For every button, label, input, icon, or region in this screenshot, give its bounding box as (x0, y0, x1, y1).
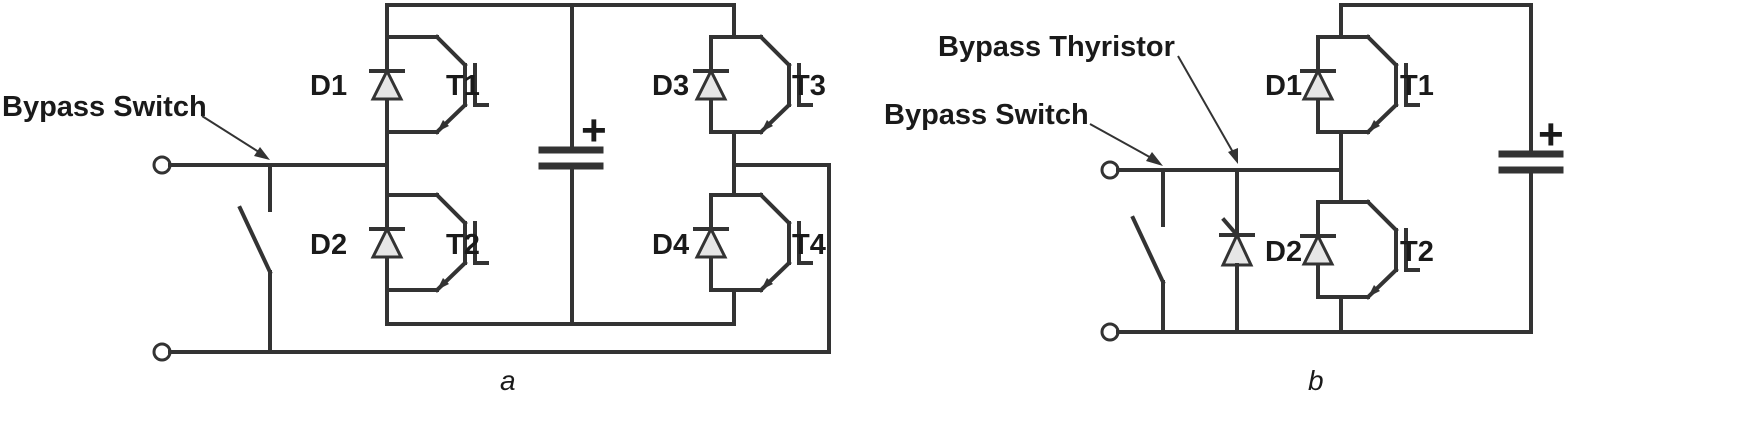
callout-arrow-b (1146, 152, 1163, 166)
circuit-b: + D1 T1 D2 T2 Bypass Thyristor Bypass Sw… (884, 3, 1564, 396)
callout-line-a (201, 115, 263, 155)
terminal-b-bottom (1100, 322, 1120, 342)
caption-b: b (1308, 365, 1324, 396)
callout-line-thyristor (1177, 55, 1235, 155)
capacitor-b-plus: + (1538, 110, 1564, 159)
bypass-thyristor (1219, 168, 1255, 334)
label-t2-b: T2 (1400, 236, 1434, 268)
label-d3-a: D3 (652, 70, 689, 102)
label-t1-b: T1 (1400, 70, 1434, 102)
caption-a: a (500, 365, 516, 396)
bypass-switch-label-b: Bypass Switch (884, 99, 1089, 131)
terminal-a-top (152, 155, 172, 175)
terminal-b-top (1100, 160, 1120, 180)
label-d1-b: D1 (1265, 70, 1302, 102)
capacitor-a (538, 3, 604, 326)
bypass-switch-b (1130, 168, 1166, 334)
label-d2-b: D2 (1265, 236, 1302, 268)
bypass-switch-label-a: Bypass Switch (2, 91, 207, 123)
bypass-thyristor-label: Bypass Thyristor (938, 31, 1175, 63)
label-t3-a: T3 (792, 70, 826, 102)
label-t1-a: T1 (446, 70, 480, 102)
terminal-a-bottom (152, 342, 172, 362)
label-d2-a: D2 (310, 229, 347, 261)
callout-line-b (1089, 123, 1156, 161)
circuit-a: + D1 T1 D2 T2 D3 T3 D4 T4 Bypass Switch … (2, 3, 831, 396)
callout-arrow-a (254, 147, 270, 160)
label-d1-a: D1 (310, 70, 347, 102)
capacitor-b (1498, 3, 1564, 334)
label-t4-a: T4 (792, 229, 826, 261)
label-t2-a: T2 (446, 229, 480, 261)
capacitor-a-plus: + (581, 106, 607, 155)
label-d4-a: D4 (652, 229, 689, 261)
bypass-switch-a (237, 163, 273, 354)
callout-arrow-thyristor (1228, 148, 1238, 164)
